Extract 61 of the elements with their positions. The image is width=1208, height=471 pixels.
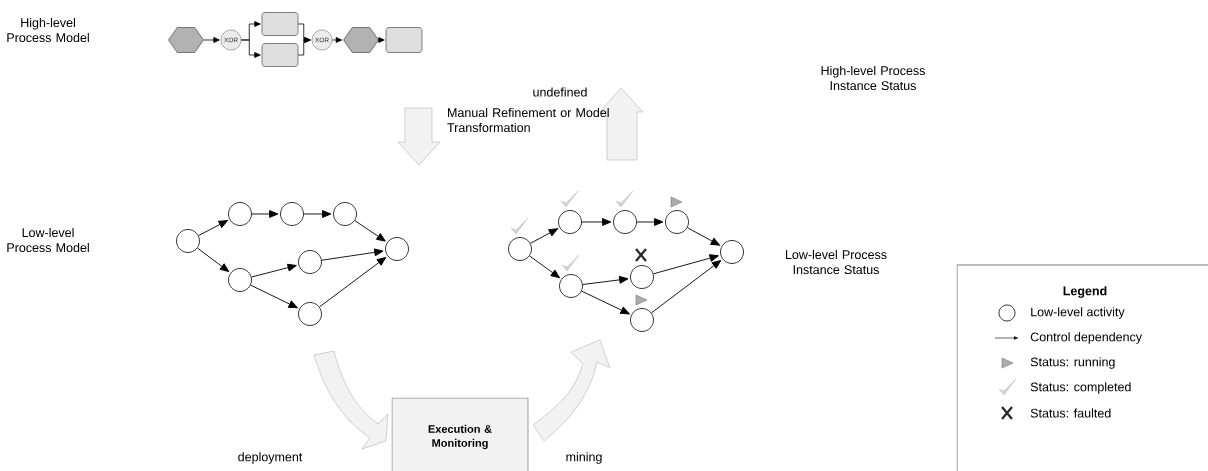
block-arrow [532, 339, 611, 442]
label: mining [566, 452, 602, 464]
arrow [251, 210, 279, 218]
event-hexagon [168, 27, 204, 53]
label: deployment [238, 452, 303, 464]
task-box [261, 12, 299, 36]
activity-circle [630, 308, 654, 332]
arrow [687, 227, 721, 246]
label: Manual Refinement or Model Transformation [447, 107, 609, 133]
activity-circle [613, 210, 637, 234]
arrow [636, 218, 664, 226]
arrow [530, 228, 559, 244]
activity-circle [559, 274, 583, 298]
arrow [653, 254, 719, 275]
arrow [297, 37, 311, 56]
arrow [529, 255, 561, 279]
legend-label: Control dependency [1030, 332, 1142, 344]
arrow [321, 248, 384, 261]
arrow [651, 260, 722, 314]
arrow [240, 39, 261, 58]
label: Low-level Process Instance Status [785, 249, 887, 275]
legend-label: Low-level activity [1031, 307, 1125, 319]
task-box [261, 43, 299, 67]
arrow [581, 290, 630, 315]
activity-circle [508, 237, 532, 261]
task-box [385, 27, 423, 53]
label: undefined [533, 87, 587, 97]
activity-circle [720, 240, 744, 264]
arrow [198, 220, 228, 236]
activity-circle [665, 210, 689, 234]
activity-circle [280, 202, 304, 226]
arrow [197, 247, 230, 272]
legend-label: Status: completed [1030, 382, 1131, 394]
activity-circle [385, 237, 409, 261]
arrow [582, 275, 629, 285]
activity-circle [333, 202, 357, 226]
activity-circle [228, 268, 252, 292]
process-box: Execution & Monitoring [391, 397, 529, 471]
arrow [203, 37, 220, 43]
activity-circle [298, 250, 322, 274]
arrow [303, 210, 332, 218]
arrow [250, 284, 298, 309]
arrow [581, 218, 612, 226]
activity-circle [228, 202, 252, 226]
arrow [331, 37, 343, 43]
arrow [378, 37, 385, 43]
event-hexagon [343, 27, 379, 53]
legend-label: Status: faulted [1030, 408, 1111, 418]
label: Legend [1063, 286, 1107, 298]
activity-circle [298, 302, 322, 326]
arrow [354, 220, 386, 242]
activity-circle [558, 210, 582, 234]
activity-circle [630, 265, 654, 289]
label: Low-level Process Model [7, 227, 89, 253]
label: High-level Process Instance Status [821, 65, 925, 91]
activity-circle [176, 229, 200, 253]
arrow [251, 263, 297, 278]
label: High-level Process Model [7, 17, 89, 43]
block-arrow [313, 350, 389, 450]
arrow [319, 257, 387, 308]
legend-label: Status: running [1030, 357, 1115, 369]
